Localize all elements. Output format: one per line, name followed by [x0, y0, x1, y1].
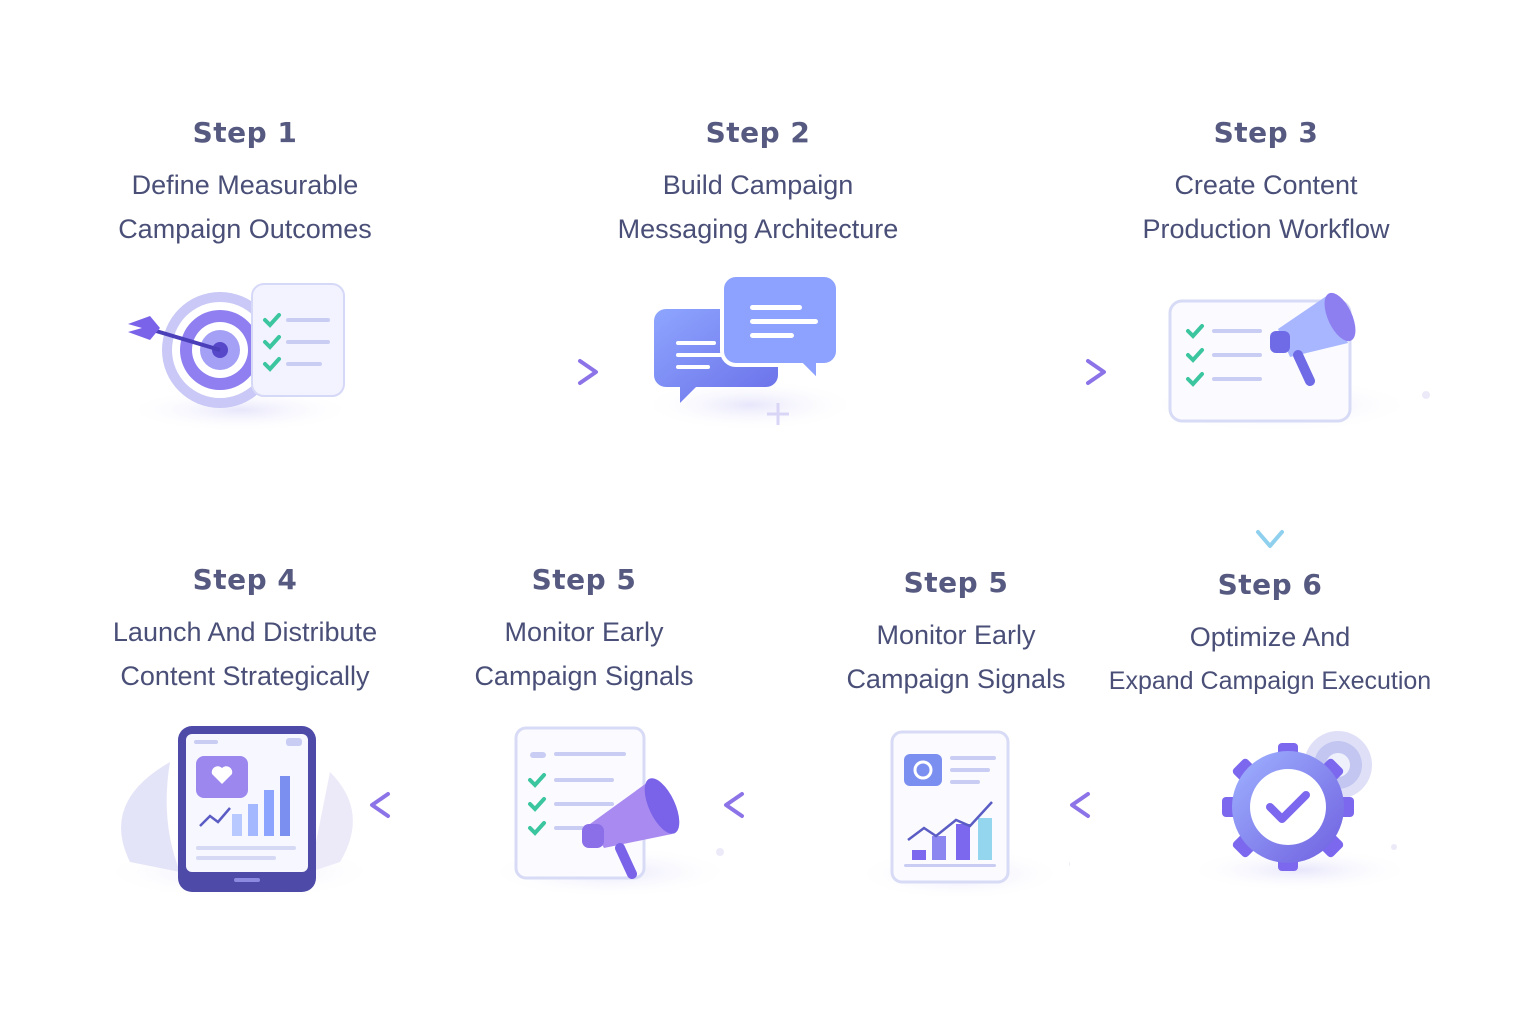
step-5a-title-line-1: Monitor Early [504, 617, 664, 647]
step-2-number: Step 2 [705, 116, 811, 149]
step-6: Step 6 Optimize And Expand Campaign Exec… [1080, 568, 1460, 703]
step-5b-title-line-2: Campaign Signals [846, 664, 1066, 694]
gear-check-icon [1190, 731, 1415, 892]
arrow-step5b-to-step5a [724, 792, 860, 818]
report-chart-icon [860, 730, 1070, 900]
arrow-step6-to-step5b [1070, 792, 1206, 818]
step-4-title-line-1: Launch And Distribute [112, 617, 378, 647]
step-5a-number: Step 5 [531, 563, 637, 596]
arrow-step5a-to-step4 [370, 792, 496, 818]
step-5a-title-line-2: Campaign Signals [474, 661, 694, 691]
step-4-title-line-2: Content Strategically [120, 661, 370, 691]
step-1-title-line-2: Campaign Outcomes [118, 214, 372, 244]
step-4: Step 4 Launch And Distribute Content Str… [55, 563, 435, 698]
step-6-number: Step 6 [1217, 568, 1323, 601]
arrow-step1-to-step2 [374, 359, 598, 385]
step-3-title-line-2: Production Workflow [1142, 214, 1390, 244]
step-5b-number: Step 5 [903, 566, 1009, 599]
chat-bubbles-icon [640, 273, 860, 431]
checklist-megaphone-icon [1150, 292, 1430, 433]
target-checklist-icon [125, 283, 355, 432]
tablet-analytics-icon [100, 726, 380, 900]
step-4-number: Step 4 [192, 563, 298, 596]
step-3-title-line-1: Create Content [1174, 170, 1358, 200]
document-megaphone-icon [485, 726, 730, 898]
step-2-title-line-2: Messaging Architecture [617, 214, 899, 244]
step-3-number: Step 3 [1213, 116, 1319, 149]
step-1: Step 1 Define Measurable Campaign Outcom… [55, 116, 435, 251]
step-6-title-line-1: Optimize And [1189, 622, 1351, 652]
step-1-number: Step 1 [192, 116, 298, 149]
step-3: Step 3 Create Content Production Workflo… [1076, 116, 1456, 251]
step-5b: Step 5 Monitor Early Campaign Signals [766, 566, 1146, 701]
step-2-title-line-1: Build Campaign [662, 170, 854, 200]
step-6-title-line-2: Expand Campaign Execution [1108, 667, 1432, 695]
step-1-title-line-1: Define Measurable [131, 170, 359, 200]
arrow-step3-to-step6 [1256, 458, 1284, 548]
step-5b-title-line-1: Monitor Early [876, 620, 1036, 650]
step-2: Step 2 Build Campaign Messaging Architec… [568, 116, 948, 251]
step-5a: Step 5 Monitor Early Campaign Signals [394, 563, 774, 698]
arrow-step2-to-step3 [876, 359, 1106, 385]
